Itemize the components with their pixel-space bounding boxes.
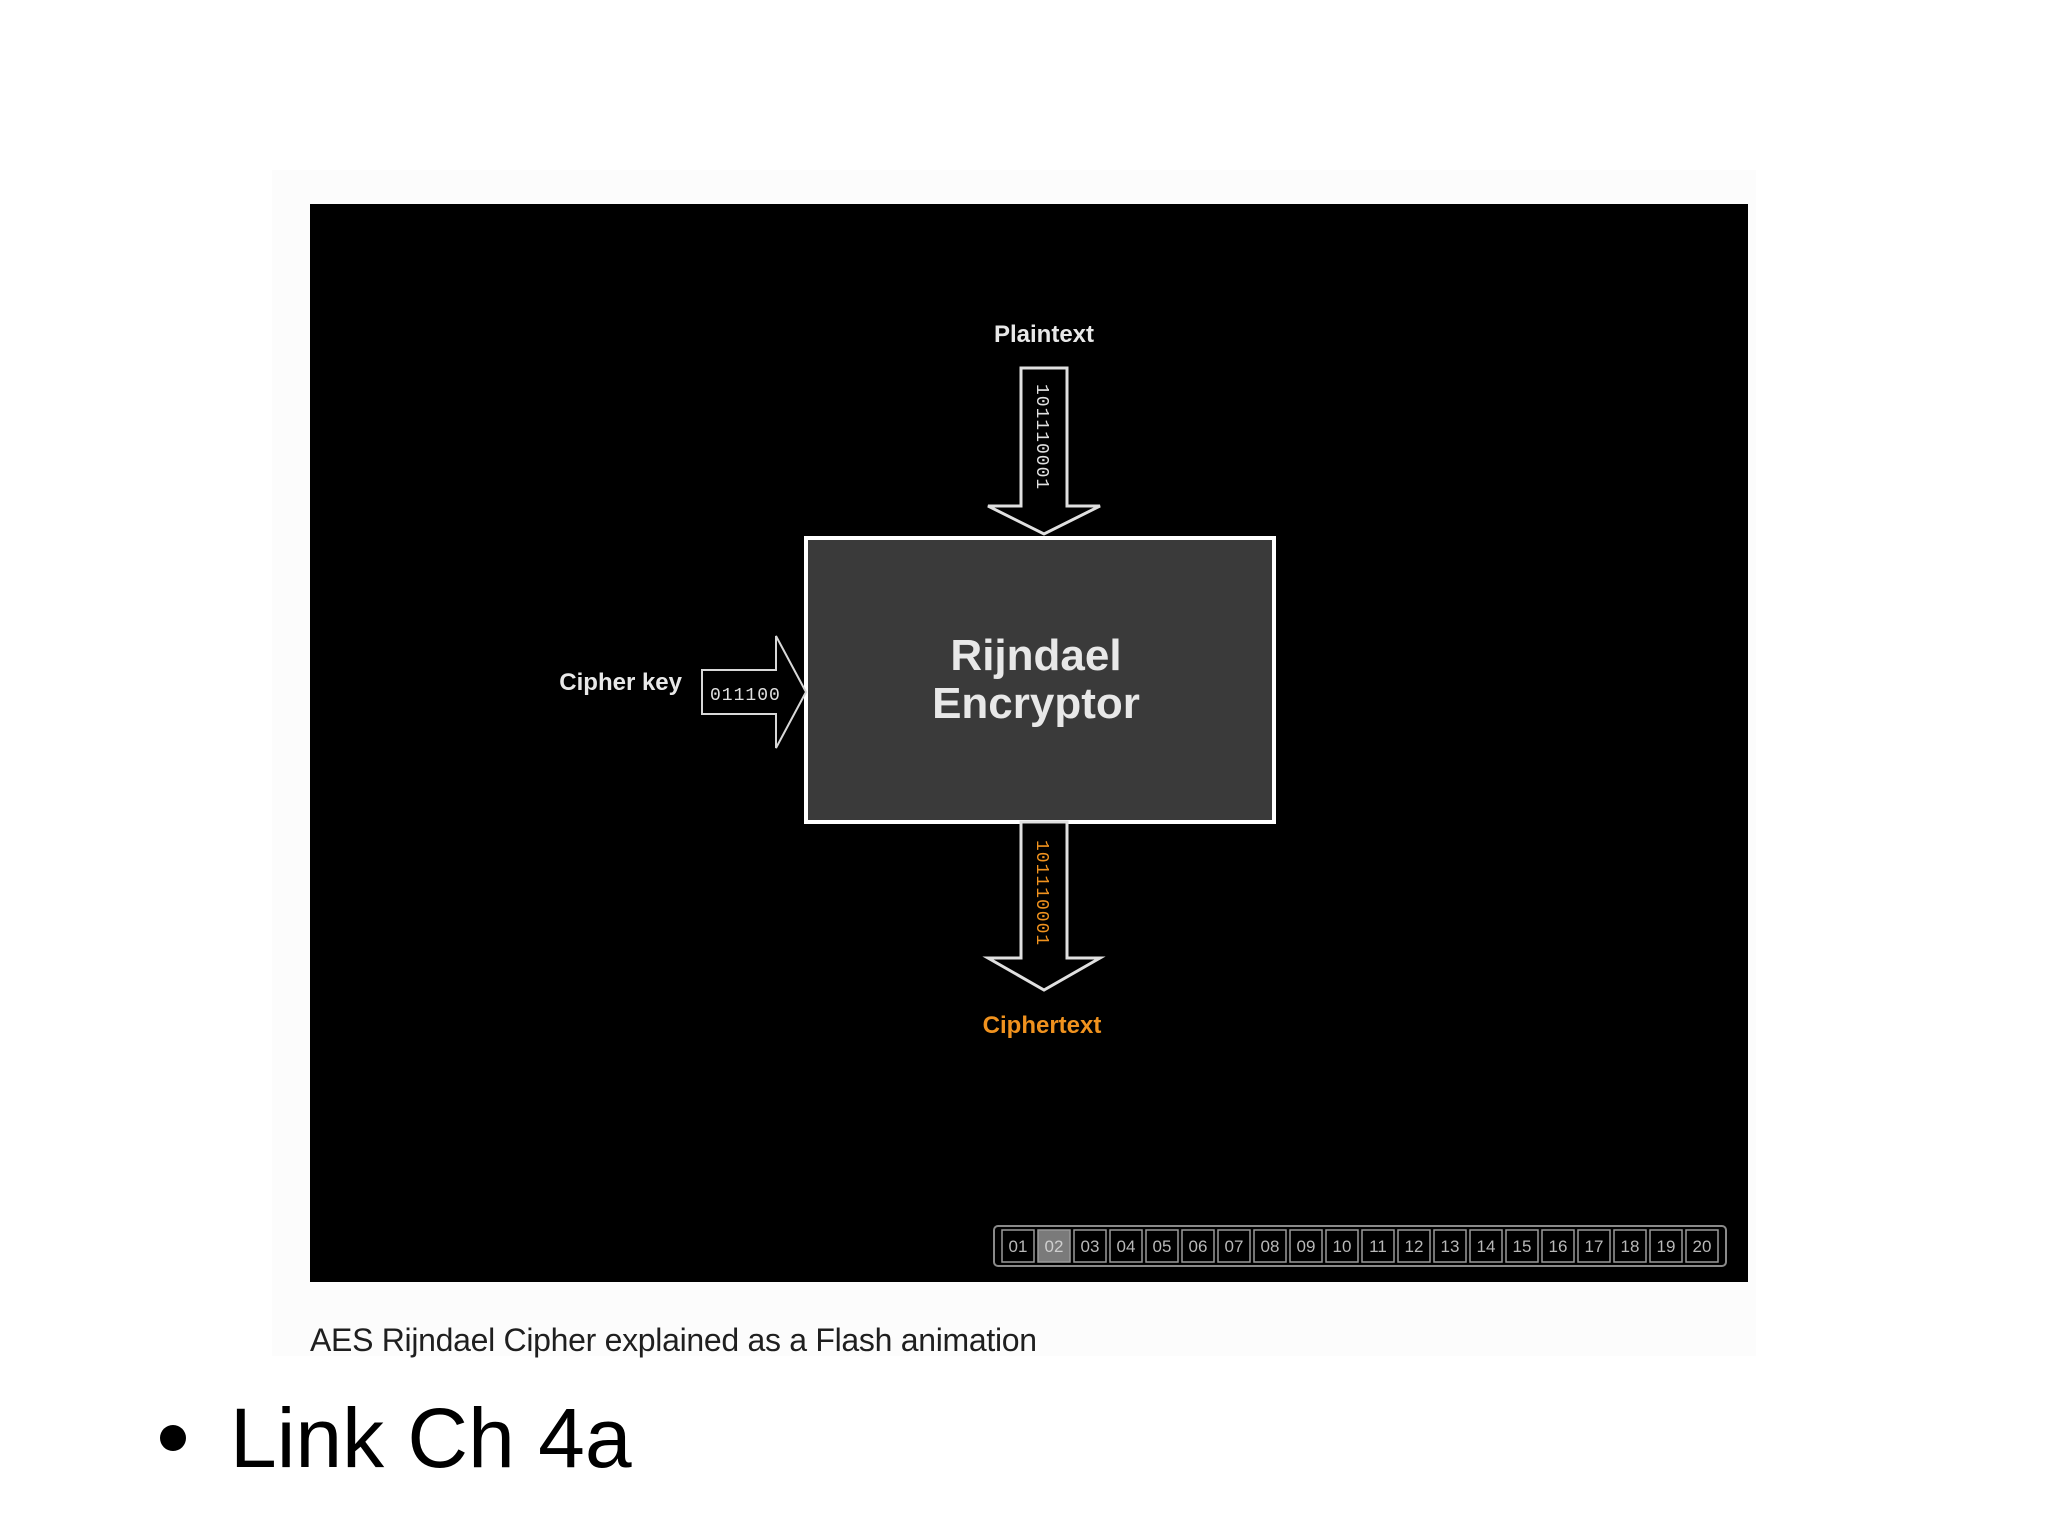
- step-button-05[interactable]: 05: [1145, 1229, 1179, 1263]
- step-label: 11: [1369, 1237, 1387, 1256]
- step-button-06[interactable]: 06: [1181, 1229, 1215, 1263]
- step-label: 05: [1153, 1237, 1172, 1256]
- video-caption: AES Rijndael Cipher explained as a Flash…: [310, 1322, 1037, 1358]
- step-button-17[interactable]: 17: [1577, 1229, 1611, 1263]
- bullet-list-item: Link Ch 4a: [160, 1388, 632, 1488]
- step-label: 01: [1009, 1237, 1028, 1256]
- step-button-20[interactable]: 20: [1685, 1229, 1719, 1263]
- step-button-11[interactable]: 11: [1361, 1229, 1395, 1263]
- step-label: 20: [1693, 1237, 1712, 1256]
- step-button-09[interactable]: 09: [1289, 1229, 1323, 1263]
- cipher-key-bits: 011100: [710, 686, 781, 706]
- step-label: 10: [1333, 1237, 1352, 1256]
- rijndael-encryptor-box: [804, 536, 1276, 824]
- step-label: 18: [1621, 1237, 1640, 1256]
- diagram-canvas: Plaintext 101110001 Rijndael Encryptor C…: [559, 321, 1727, 1267]
- step-label: 09: [1297, 1237, 1316, 1256]
- ciphertext-bits: 101110001: [1031, 840, 1051, 946]
- plaintext-bits: 101110001: [1031, 384, 1051, 490]
- step-button-10[interactable]: 10: [1325, 1229, 1359, 1263]
- step-button-16[interactable]: 16: [1541, 1229, 1575, 1263]
- step-button-15[interactable]: 15: [1505, 1229, 1539, 1263]
- step-label: 19: [1657, 1237, 1676, 1256]
- ciphertext-label: Ciphertext: [983, 1012, 1102, 1039]
- step-label: 15: [1513, 1237, 1532, 1256]
- cipher-key-label: Cipher key: [559, 669, 682, 696]
- step-label: 13: [1441, 1237, 1460, 1256]
- encryptor-title-line1: Rijndael: [950, 631, 1121, 680]
- step-button-01[interactable]: 01: [1001, 1229, 1035, 1263]
- plaintext-label: Plaintext: [994, 321, 1094, 348]
- step-label: 07: [1225, 1237, 1244, 1256]
- step-label: 14: [1477, 1237, 1496, 1256]
- bullet-icon: [160, 1425, 186, 1451]
- step-button-04[interactable]: 04: [1109, 1229, 1143, 1263]
- step-navigation: 01 02 03 04 05 06 07 08 09 10 11 12 13 14 15 16 17 18 19 20: [993, 1225, 1727, 1267]
- step-button-02[interactable]: 02: [1037, 1229, 1071, 1263]
- encryptor-title-line2: Encryptor: [932, 679, 1140, 728]
- step-label: 06: [1189, 1237, 1208, 1256]
- step-button-13[interactable]: 13: [1433, 1229, 1467, 1263]
- step-label: 12: [1405, 1237, 1424, 1256]
- step-label: 08: [1261, 1237, 1280, 1256]
- step-label: 16: [1549, 1237, 1568, 1256]
- step-button-08[interactable]: 08: [1253, 1229, 1287, 1263]
- step-button-07[interactable]: 07: [1217, 1229, 1251, 1263]
- plaintext-arrow-icon: [987, 366, 1101, 536]
- step-nav-frame: [993, 1225, 1727, 1267]
- step-button-18[interactable]: 18: [1613, 1229, 1647, 1263]
- step-label: 04: [1117, 1237, 1136, 1256]
- step-label: 17: [1585, 1237, 1604, 1256]
- link-ch4a[interactable]: Link Ch 4a: [230, 1391, 632, 1485]
- step-label: 03: [1081, 1237, 1100, 1256]
- step-label: 02: [1045, 1237, 1064, 1256]
- cipher-key-arrow-icon: [701, 635, 808, 749]
- ciphertext-arrow-icon: [982, 820, 1106, 992]
- step-button-19[interactable]: 19: [1649, 1229, 1683, 1263]
- step-button-03[interactable]: 03: [1073, 1229, 1107, 1263]
- flash-animation-frame[interactable]: Plaintext 101110001 Rijndael Encryptor C…: [310, 204, 1748, 1282]
- step-button-14[interactable]: 14: [1469, 1229, 1503, 1263]
- step-button-12[interactable]: 12: [1397, 1229, 1431, 1263]
